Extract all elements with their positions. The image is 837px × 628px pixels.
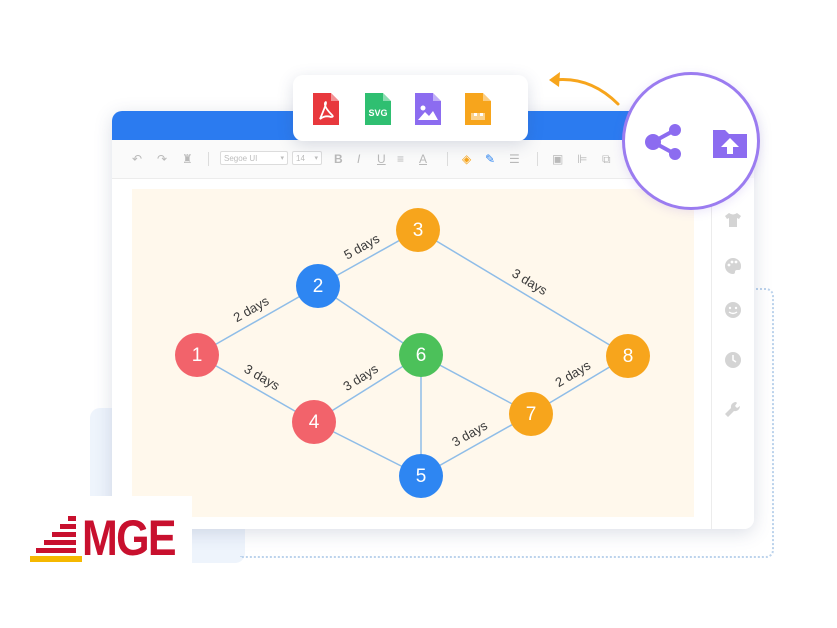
toolbar-divider: [208, 152, 209, 166]
font-size-select[interactable]: 14 ▾: [292, 151, 322, 165]
curved-arrow-icon: [549, 72, 620, 106]
svg-file-body: [365, 93, 391, 125]
node-5[interactable]: 5: [399, 454, 443, 498]
node-label-2: 2: [313, 276, 324, 297]
font-family-value: Segoe UI: [224, 154, 258, 163]
node-1[interactable]: 1: [175, 333, 219, 377]
node-label-3: 3: [413, 220, 424, 241]
edge-label-1-2: 2 days: [231, 293, 272, 325]
format-painter-icon[interactable]: ♜: [182, 152, 193, 166]
logo-stairs-icon: [30, 516, 82, 562]
bold-button[interactable]: B: [334, 152, 343, 166]
node-circle-3[interactable]: [396, 208, 440, 252]
toolbar-divider: [537, 152, 538, 166]
history-clock-icon[interactable]: [723, 350, 743, 370]
svg-file-icon[interactable]: SVG: [363, 91, 393, 127]
wrench-icon[interactable]: [723, 400, 743, 420]
text-color-button[interactable]: A: [419, 152, 428, 166]
archive-file-icon[interactable]: [463, 91, 493, 127]
redo-icon[interactable]: ↷: [157, 152, 168, 166]
chevron-down-icon: ▾: [314, 155, 318, 162]
underline-button[interactable]: U: [377, 152, 386, 166]
node-2[interactable]: 2: [296, 264, 340, 308]
image-file-icon[interactable]: [413, 91, 443, 127]
edge-label-2-3: 5 days: [341, 230, 382, 262]
chevron-down-icon: ▾: [280, 155, 284, 162]
node-label-8: 8: [623, 346, 634, 367]
svg-file-label: SVG: [368, 108, 387, 118]
node-circle-2[interactable]: [296, 264, 340, 308]
font-size-value: 14: [296, 154, 305, 163]
align-left-icon[interactable]: ⊫: [577, 152, 588, 166]
edge-3-8[interactable]: [417, 229, 629, 357]
node-circle-6[interactable]: [399, 333, 443, 377]
edge-label-7-8: 2 days: [553, 357, 594, 390]
node-label-7: 7: [526, 404, 537, 425]
pdf-file-icon[interactable]: [311, 91, 341, 127]
line-color-icon[interactable]: ✎: [485, 152, 496, 166]
italic-button[interactable]: I: [357, 152, 361, 166]
share-icon[interactable]: [643, 122, 687, 162]
edge-label-4-6: 3 days: [340, 361, 381, 394]
node-3[interactable]: 3: [396, 208, 440, 252]
edge-1-2[interactable]: [196, 285, 319, 356]
node-circle-7[interactable]: [509, 392, 553, 436]
logo-text: MGE: [82, 510, 177, 566]
arrange-icon[interactable]: ⧉: [602, 152, 611, 166]
node-8[interactable]: 8: [606, 334, 650, 378]
toolbar-divider: [447, 152, 448, 166]
node-label-4: 4: [309, 412, 320, 433]
theme-shirt-icon[interactable]: [723, 210, 743, 230]
shadow-icon[interactable]: ▣: [552, 152, 564, 166]
node-circle-5[interactable]: [399, 454, 443, 498]
emoji-icon[interactable]: [723, 300, 743, 320]
palette-icon[interactable]: [723, 256, 743, 276]
edge-label-3-8: 3 days: [509, 266, 550, 299]
folder-upload-icon[interactable]: [711, 126, 749, 160]
node-circle-4[interactable]: [292, 400, 336, 444]
node-6[interactable]: 6: [399, 333, 443, 377]
node-circle-1[interactable]: [175, 333, 219, 377]
edge-label-1-4: 3 days: [242, 361, 283, 393]
node-7[interactable]: 7: [509, 392, 553, 436]
node-4[interactable]: 4: [292, 400, 336, 444]
undo-icon[interactable]: ↶: [132, 152, 143, 166]
align-button[interactable]: ≡: [397, 152, 405, 166]
edge-1-4[interactable]: [196, 354, 315, 423]
share-panel: [622, 72, 760, 210]
edge-label-5-7: 3 days: [449, 417, 490, 449]
right-sidebar: [711, 178, 754, 529]
font-family-select[interactable]: Segoe UI ▾: [220, 151, 288, 165]
node-label-6: 6: [416, 345, 427, 366]
mge-logo: MGE: [22, 496, 192, 578]
node-label-1: 1: [192, 345, 203, 366]
export-format-popup: SVG: [293, 75, 528, 141]
line-style-icon[interactable]: ☰: [509, 152, 520, 166]
node-label-5: 5: [416, 466, 427, 487]
node-circle-8[interactable]: [606, 334, 650, 378]
fill-color-icon[interactable]: ◈: [462, 152, 472, 166]
